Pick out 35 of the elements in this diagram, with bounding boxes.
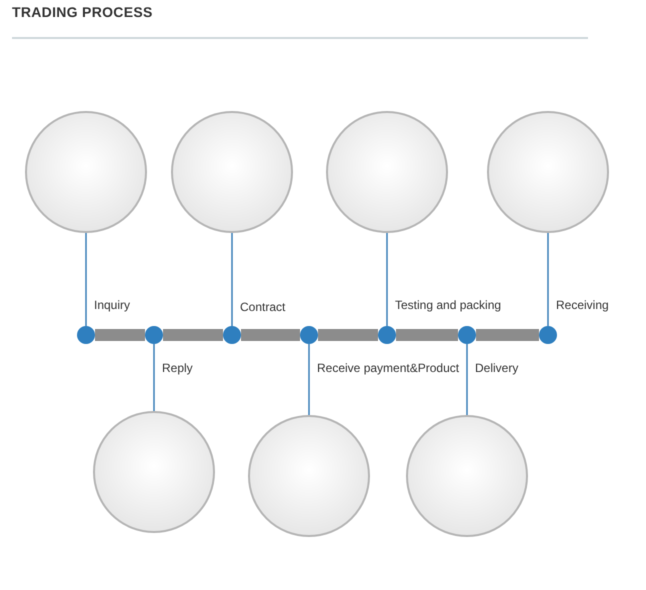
connector-line [85,232,87,326]
picture-circle [326,111,448,233]
timeline-dot [378,326,396,344]
step-label: Receive payment&Product [317,361,460,375]
timeline-dot [300,326,318,344]
timeline-bar [318,329,378,341]
picture-circle [25,111,147,233]
timeline-bar [396,329,458,341]
connector-line [547,232,549,326]
step-label: Contract [240,300,286,314]
picture-circle [171,111,293,233]
timeline-dot [223,326,241,344]
connector-line [386,232,388,326]
connector-line [231,232,233,326]
timeline-dot [145,326,163,344]
timeline-bar [163,329,223,341]
step-label: Receiving [556,298,609,312]
picture-circle [93,411,215,533]
step-label: Reply [162,361,193,375]
step-label: Inquiry [94,298,130,312]
timeline-bar [476,329,539,341]
connector-line [153,344,155,412]
timeline-bar [95,329,145,341]
connector-line [466,344,468,416]
timeline-bar [241,329,300,341]
picture-circle [248,415,370,537]
connector-line [308,344,310,416]
picture-circle [487,111,609,233]
step-label: Testing and packing [395,298,502,312]
title: TRADING PROCESS [12,4,153,20]
timeline-dot [77,326,95,344]
picture-circle [406,415,528,537]
timeline-dot [458,326,476,344]
step-label: Delivery [475,361,518,375]
timeline-dot [539,326,557,344]
